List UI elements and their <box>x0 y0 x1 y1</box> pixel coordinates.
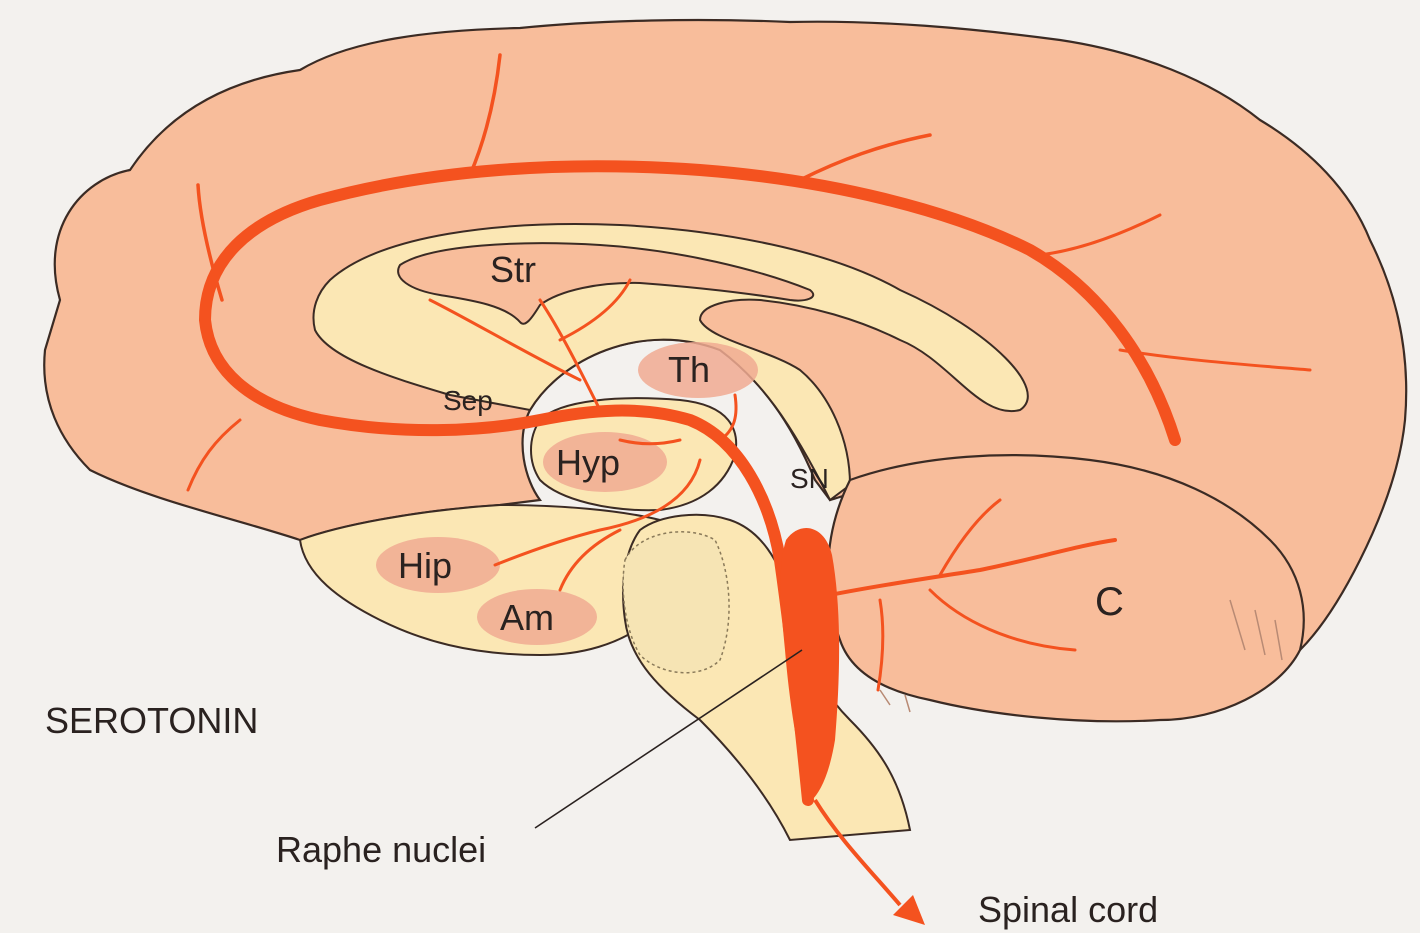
label-sn: SN <box>790 463 829 494</box>
label-sep: Sep <box>443 385 493 416</box>
diagram-title: SEROTONIN <box>45 700 258 741</box>
label-hip: Hip <box>398 545 452 586</box>
label-raphe-nuclei: Raphe nuclei <box>276 829 486 870</box>
label-c: C <box>1095 580 1124 624</box>
pons-bulge <box>623 532 729 673</box>
label-str: Str <box>490 249 536 290</box>
label-am: Am <box>500 597 554 638</box>
label-hyp: Hyp <box>556 442 620 483</box>
label-spinal-cord: Spinal cord <box>978 889 1158 930</box>
label-th: Th <box>668 349 710 390</box>
